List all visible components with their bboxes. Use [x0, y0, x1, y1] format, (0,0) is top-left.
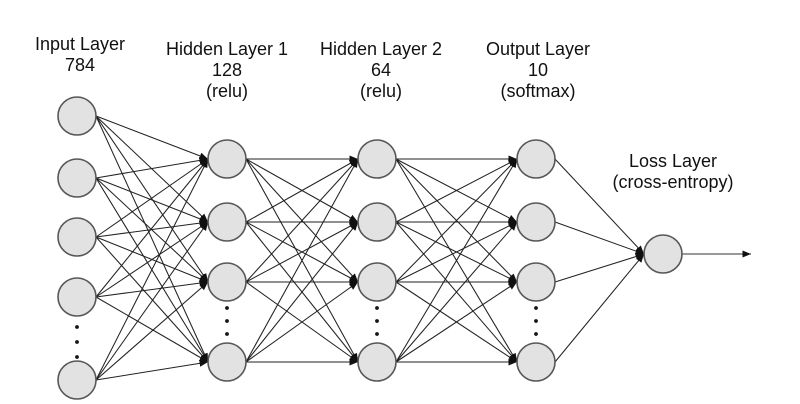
ellipsis-dots-layer — [75, 306, 538, 359]
edge — [395, 221, 518, 283]
ellipsis-dot — [75, 355, 79, 359]
edge — [395, 221, 518, 363]
edge — [95, 158, 209, 298]
hidden-layer-2-label: Hidden Layer 2 64 (relu) — [320, 39, 442, 102]
output-layer-label: Output Layer 10 (softmax) — [486, 39, 590, 102]
ellipsis-dot — [375, 306, 379, 310]
layer-title: Loss Layer — [628, 151, 718, 171]
ellipsis-dot — [75, 325, 79, 329]
edge — [245, 158, 359, 283]
ellipsis-dot — [375, 332, 379, 336]
input-layer-node — [57, 217, 97, 257]
edge — [245, 158, 359, 223]
nodes-layer — [57, 96, 683, 400]
edge — [95, 158, 209, 381]
edge — [95, 359, 209, 381]
edge — [395, 158, 518, 283]
ellipsis-dot — [534, 319, 538, 323]
edge — [245, 221, 359, 363]
output-layer-node — [516, 342, 556, 382]
output-layer-node — [516, 202, 556, 242]
ellipsis-dot — [225, 319, 229, 323]
hidden-layer-1-node — [207, 202, 247, 242]
layer-title: Input Layer — [34, 34, 126, 54]
layer-size: 128 — [211, 60, 243, 80]
edge — [395, 281, 518, 363]
edge — [95, 281, 209, 381]
edge — [245, 158, 359, 363]
ellipsis-dot — [375, 319, 379, 323]
hidden-layer-1-node — [207, 342, 247, 382]
edge — [95, 279, 209, 298]
edge — [95, 158, 209, 238]
edge — [95, 219, 209, 238]
edge — [245, 281, 359, 363]
layer-activation: (softmax) — [500, 81, 576, 101]
input-layer-node — [57, 96, 97, 136]
edge — [95, 236, 209, 363]
hidden-layer-2-node — [357, 262, 397, 302]
ellipsis-dot — [225, 306, 229, 310]
layer-size: 64 — [370, 60, 392, 80]
edge — [95, 115, 209, 363]
edge — [554, 158, 645, 255]
layer-activation: (cross-entropy) — [612, 172, 734, 192]
hidden-layer-1-label: Hidden Layer 1 128 (relu) — [166, 39, 288, 102]
ellipsis-dot — [534, 332, 538, 336]
edge — [395, 158, 518, 363]
edge — [554, 221, 645, 255]
hidden-layer-1-node — [207, 262, 247, 302]
loss-layer-label: Loss Layer (cross-entropy) — [612, 151, 733, 193]
output-layer-node — [516, 139, 556, 179]
hidden-layer-1-node — [207, 139, 247, 179]
layer-title: Hidden Layer 1 — [165, 39, 289, 59]
layer-activation: (relu) — [205, 81, 248, 101]
input-layer-node — [57, 360, 97, 400]
ellipsis-dot — [75, 340, 79, 344]
edge — [95, 177, 209, 223]
ellipsis-dot — [534, 306, 538, 310]
input-layer-node — [57, 158, 97, 198]
hidden-layer-2-node — [357, 139, 397, 179]
edge — [554, 253, 645, 283]
hidden-layer-2-node — [357, 342, 397, 382]
hidden-layer-2-node — [357, 202, 397, 242]
output-layer-node — [516, 262, 556, 302]
input-layer-label: Input Layer 784 — [35, 34, 125, 76]
layer-activation: (relu) — [359, 81, 402, 101]
edge — [95, 221, 209, 298]
layer-size: 10 — [527, 60, 549, 80]
edge — [95, 221, 209, 381]
edge — [554, 253, 645, 363]
loss-layer-node — [643, 234, 683, 274]
layer-title: Hidden Layer 2 — [319, 39, 443, 59]
edge — [95, 115, 209, 283]
edge — [95, 115, 209, 160]
input-layer-node — [57, 277, 97, 317]
edge — [245, 221, 359, 283]
ellipsis-dot — [225, 332, 229, 336]
edges-layer — [95, 115, 751, 381]
edge — [95, 156, 209, 179]
layer-title: Output Layer — [485, 39, 591, 59]
edge — [395, 158, 518, 223]
layer-size: 784 — [64, 55, 96, 75]
edge — [95, 296, 209, 363]
